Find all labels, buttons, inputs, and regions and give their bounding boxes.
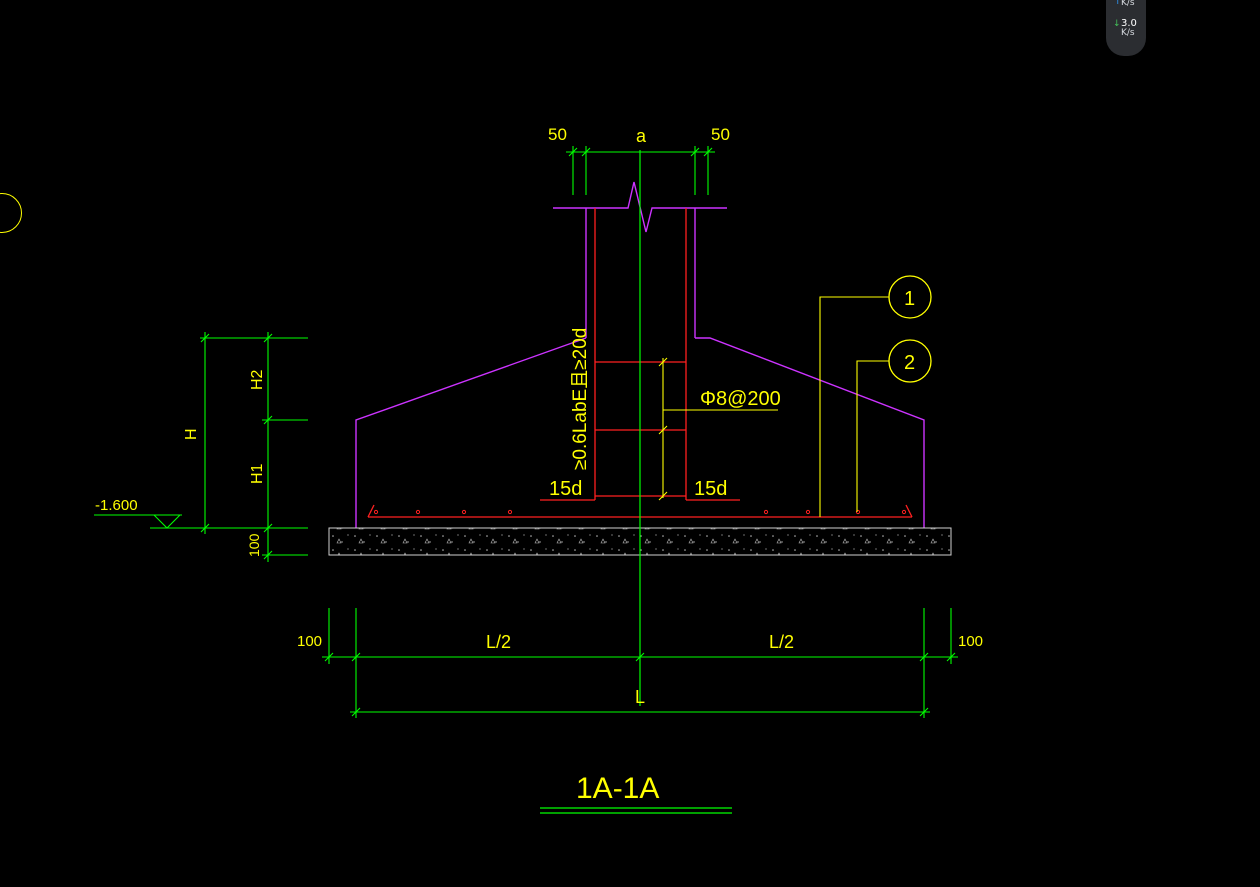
footing-outline [355, 337, 925, 528]
dim-width-a: a [636, 126, 647, 146]
dim-h2: H2 [249, 369, 266, 390]
section-title: 1A-1A [576, 772, 659, 805]
dim-h1: H1 [249, 463, 266, 484]
dim-ext-left: 100 [297, 633, 322, 650]
dim-pad: 100 [246, 533, 262, 557]
dim-ext-right: 100 [958, 633, 983, 650]
bottom-dimension-lines [322, 608, 958, 718]
dim-cover-right: 50 [711, 125, 730, 144]
stirrup-spec: Φ8@200 [700, 388, 781, 410]
section-title-underline [540, 807, 732, 814]
download-arrow-icon: ↓ [1113, 19, 1121, 29]
upload-unit: K/s [1121, 0, 1135, 8]
stirrup-leader [658, 357, 778, 501]
callout-2-label: 2 [904, 352, 915, 374]
callout-2[interactable]: 2 [888, 339, 932, 383]
download-unit: K/s [1121, 28, 1135, 38]
left-dimension-lines [200, 332, 308, 562]
hook-left-label: 15d [549, 478, 582, 500]
network-speed-widget[interactable]: ↑ K/s ↓ 3.0 K/s [1106, 0, 1146, 56]
elevation-marker [94, 514, 200, 529]
hook-right-label: 15d [694, 478, 727, 500]
column-outline [585, 208, 696, 338]
callout-2-circle [888, 339, 932, 383]
callout-leaders [819, 296, 889, 517]
callout-1-label: 1 [904, 288, 915, 310]
dim-half-left: L/2 [486, 632, 511, 652]
dim-cover-left: 50 [548, 125, 567, 144]
callout-1-circle [888, 275, 932, 319]
rebar-dots [373, 509, 907, 515]
download-value: 3.0 [1121, 18, 1137, 29]
dim-h: H [183, 428, 200, 440]
elevation-label: -1.600 [95, 497, 138, 514]
anchor-length-note: ≥0.6LabE且≥20d [570, 328, 591, 470]
top-dimension-lines [566, 146, 715, 195]
callout-1[interactable]: 1 [888, 275, 932, 319]
dim-half-right: L/2 [769, 632, 794, 652]
upload-arrow-icon: ↑ [1114, 0, 1122, 7]
dim-total: L [635, 687, 645, 707]
